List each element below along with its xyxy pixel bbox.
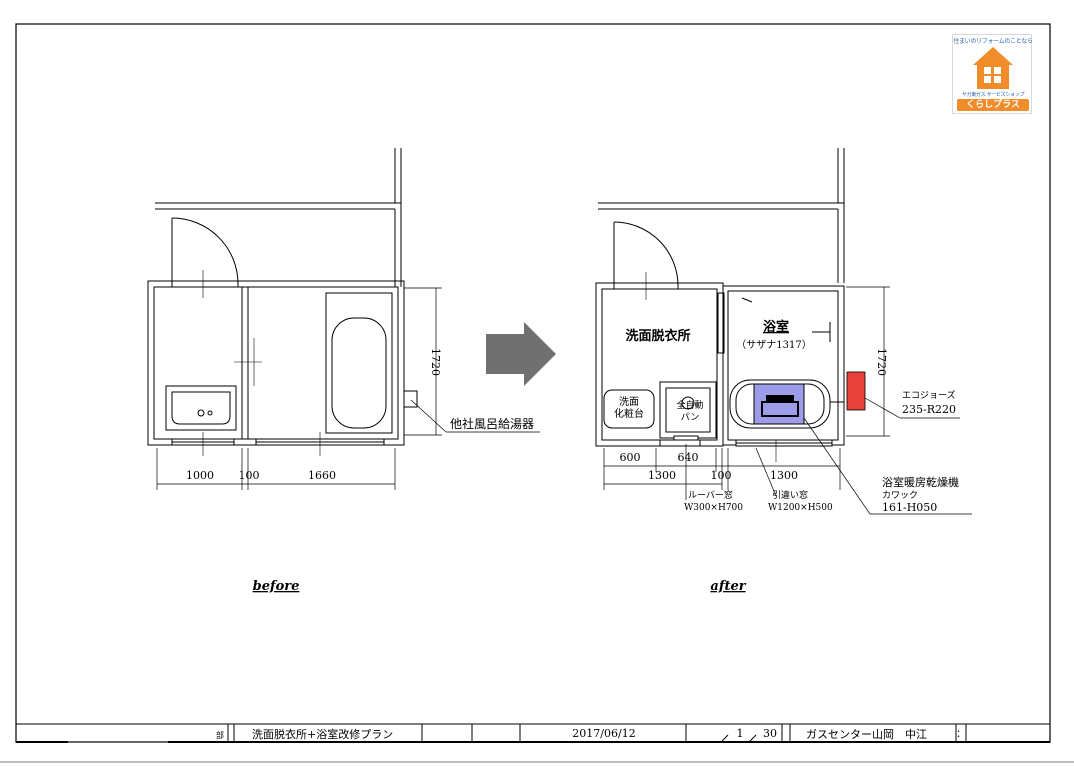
dryer-maker: カワック	[882, 490, 918, 501]
after-caption: after	[710, 579, 746, 594]
after-dim-1300-left: 1300	[648, 469, 676, 482]
sheet-total: 30	[763, 727, 777, 740]
before-dim-1720: 1720	[429, 348, 442, 376]
logo-name: くらしプラス	[957, 99, 1029, 111]
dryer-name: 浴室暖房乾燥機	[882, 475, 959, 489]
before-dim-1000: 1000	[186, 469, 214, 482]
before-dim-1660: 1660	[308, 469, 336, 482]
logo-tagline: 住まいのリフォームのことなら	[953, 38, 1033, 45]
after-plan	[595, 148, 845, 462]
plan-title: 洗面脱衣所+浴室改修プラン	[252, 727, 393, 741]
before-heater-label: 他社風呂給湯器	[450, 416, 534, 431]
house-icon	[973, 47, 1013, 89]
bath-model-label: （サザナ1317）	[736, 339, 811, 351]
after-dim-100: 100	[711, 469, 732, 482]
plan-date: 2017/06/12	[572, 727, 635, 740]
washer-label-line2: パン	[681, 412, 699, 423]
sheet-number: 1	[737, 727, 744, 740]
dryer-model: 161-H050	[882, 501, 937, 514]
louver-window-size: W300×H700	[684, 503, 743, 513]
ecojoz-heater	[846, 371, 866, 411]
title-block	[16, 723, 1050, 743]
before-dim-100: 100	[239, 469, 260, 482]
sliding-window-size: W1200×H500	[768, 503, 833, 513]
bathroom-label: 浴室	[763, 319, 789, 335]
before-dimensions	[156, 287, 540, 490]
after-dimensions	[603, 286, 972, 515]
before-to-after-arrow	[486, 322, 556, 386]
before-plan	[147, 148, 418, 456]
after-dim-1720: 1720	[875, 348, 888, 376]
after-dim-640: 640	[678, 451, 699, 464]
title-section-mark: 部	[216, 730, 224, 740]
after-dim-600: 600	[620, 451, 641, 464]
ecojoz-model: 235-R220	[902, 403, 956, 416]
dressing-room-label: 洗面脱衣所	[625, 328, 690, 344]
ecojoz-name: エコジョーズ	[902, 389, 956, 401]
kurashi-plus-logo: 住まいのリフォームのことなら サガ東ガス サービスショップ くらしプラス	[952, 34, 1033, 114]
before-caption: before	[253, 579, 300, 594]
washer-label-line1: 全自動	[676, 399, 703, 411]
after-dim-1300-right: 1300	[770, 469, 798, 482]
louver-window-name: ルーバー窓	[688, 489, 733, 501]
sheet-frame	[15, 23, 1051, 743]
vanity-label-line2: 化粧台	[614, 407, 644, 420]
logo-subline: サガ東ガス サービスショップ	[961, 92, 1025, 98]
company-name: ガスセンター山岡 中江	[806, 728, 927, 741]
vanity-label-line1: 洗面	[619, 396, 639, 408]
title-end-mark: ：	[956, 729, 966, 740]
sliding-window-name: 引違い窓	[772, 489, 808, 501]
